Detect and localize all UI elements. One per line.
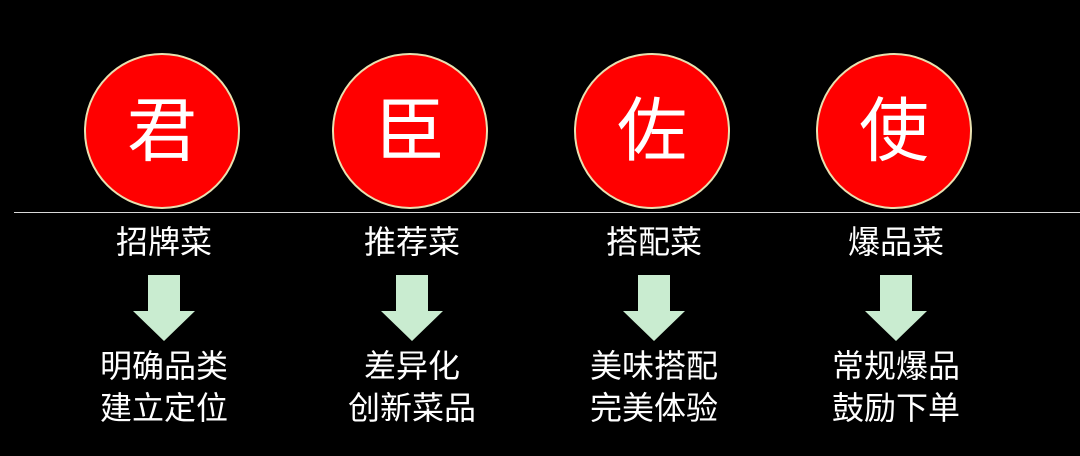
description-line-1: 常规爆品 bbox=[831, 347, 960, 385]
description-line-2: 创新菜品 bbox=[347, 389, 476, 427]
down-arrow-icon bbox=[381, 275, 443, 341]
column-chen: 臣 推荐菜 差异化 创新菜品 bbox=[292, 0, 532, 456]
column-jun: 君 招牌菜 明确品类 建立定位 bbox=[44, 0, 284, 456]
down-arrow-icon bbox=[865, 275, 927, 341]
description: 差异化 创新菜品 bbox=[292, 345, 532, 429]
description-line-2: 完美体验 bbox=[589, 389, 718, 427]
column-shi: 使 爆品菜 常规爆品 鼓励下单 bbox=[776, 0, 1016, 456]
circle-badge: 君 bbox=[84, 53, 240, 209]
horizontal-divider bbox=[14, 212, 1080, 213]
description-line-1: 美味搭配 bbox=[589, 347, 718, 385]
circle-badge: 使 bbox=[816, 53, 972, 209]
description-line-2: 鼓励下单 bbox=[831, 389, 960, 427]
description-line-2: 建立定位 bbox=[99, 389, 228, 427]
circle-character: 臣 bbox=[375, 90, 445, 172]
down-arrow-icon bbox=[623, 275, 685, 341]
description: 美味搭配 完美体验 bbox=[534, 345, 774, 429]
description: 常规爆品 鼓励下单 bbox=[776, 345, 1016, 429]
dish-category-label: 推荐菜 bbox=[363, 223, 460, 261]
column-zuo: 佐 搭配菜 美味搭配 完美体验 bbox=[534, 0, 774, 456]
description-line-1: 明确品类 bbox=[99, 347, 228, 385]
circle-badge: 臣 bbox=[332, 53, 488, 209]
circle-character: 佐 bbox=[617, 90, 687, 172]
dish-category-label: 搭配菜 bbox=[605, 223, 702, 261]
dish-category-label: 爆品菜 bbox=[847, 223, 944, 261]
circle-character: 君 bbox=[127, 90, 197, 172]
circle-badge: 佐 bbox=[574, 53, 730, 209]
description: 明确品类 建立定位 bbox=[44, 345, 284, 429]
down-arrow-icon bbox=[133, 275, 195, 341]
circle-character: 使 bbox=[859, 90, 929, 172]
description-line-1: 差异化 bbox=[363, 347, 460, 385]
dish-category-label: 招牌菜 bbox=[115, 223, 212, 261]
